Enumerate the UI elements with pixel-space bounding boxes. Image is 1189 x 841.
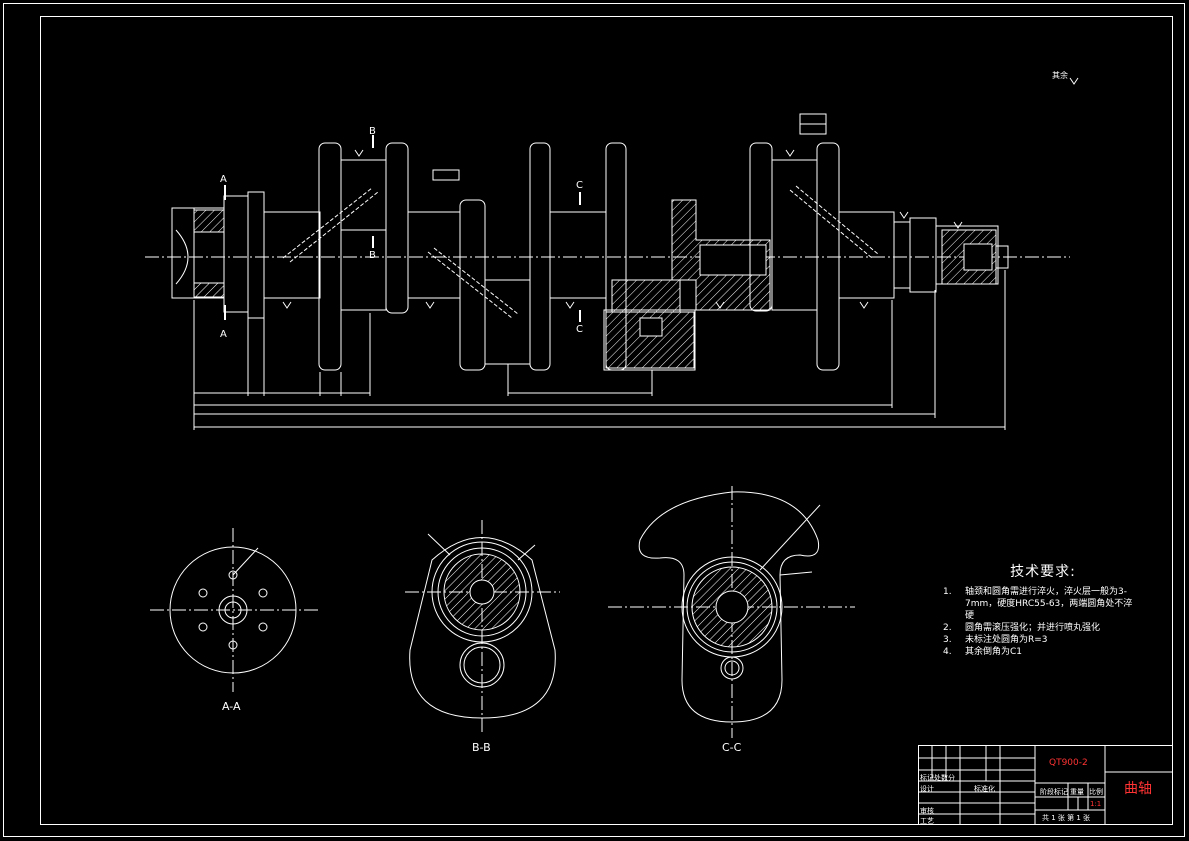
tb-scale: 比例: [1089, 788, 1103, 796]
material-label: QT900-2: [1049, 758, 1088, 768]
tech-req-item: 2. 圆角需滚压强化；并进行喷丸强化: [943, 623, 1101, 633]
inner-frame: [40, 16, 1173, 825]
tb-sheet-info: 共 1 张 第 1 张: [1042, 814, 1091, 822]
tech-req-item: 3. 未标注处圆角为R=3: [943, 635, 1048, 645]
view-label-bb: B-B: [472, 741, 491, 754]
title-block: [918, 745, 1173, 825]
tb-standardization: 标准化: [974, 785, 995, 793]
section-mark-c-bottom: C: [576, 324, 583, 335]
section-mark-a-bottom: A: [220, 329, 227, 340]
tech-req-item: 4. 其余倒角为C1: [943, 647, 1023, 657]
section-view-cc: [608, 486, 855, 738]
view-label-cc: C-C: [722, 741, 742, 754]
view-label-aa: A-A: [222, 700, 241, 713]
outer-border: [3, 3, 1185, 837]
tb-row-label: 审核: [920, 807, 934, 815]
section-mark-a-top: A: [220, 174, 227, 185]
section-view-aa: [150, 528, 318, 692]
part-name: 曲轴: [1124, 781, 1152, 797]
tb-row-label: 工艺: [920, 817, 934, 825]
section-mark-b-mid: B: [369, 250, 376, 261]
section-mark-c-top: C: [576, 180, 583, 191]
tb-weight: 重量: [1070, 788, 1084, 796]
roughness-note: 其余: [1052, 71, 1068, 80]
crankshaft-front-view: [145, 77, 1079, 430]
section-view-bb: [405, 520, 560, 735]
tb-scale-value: 1:1: [1090, 800, 1102, 808]
section-mark-b-top: B: [369, 126, 376, 137]
tb-stage-marks: 阶段标记: [1040, 788, 1068, 796]
tech-req-item: 1. 轴颈和圆角需进行淬火，淬火层一般为3-7mm，硬度HRC55-63，两端圆…: [943, 587, 1133, 621]
technical-requirements: 技术要求: 1. 轴颈和圆角需进行淬火，淬火层一般为3-7mm，硬度HRC55-…: [943, 564, 1143, 658]
tb-row-label: 设计: [920, 785, 934, 793]
tb-row-label: 标记处数分: [920, 774, 955, 782]
tech-req-title: 技术要求:: [1010, 564, 1076, 580]
